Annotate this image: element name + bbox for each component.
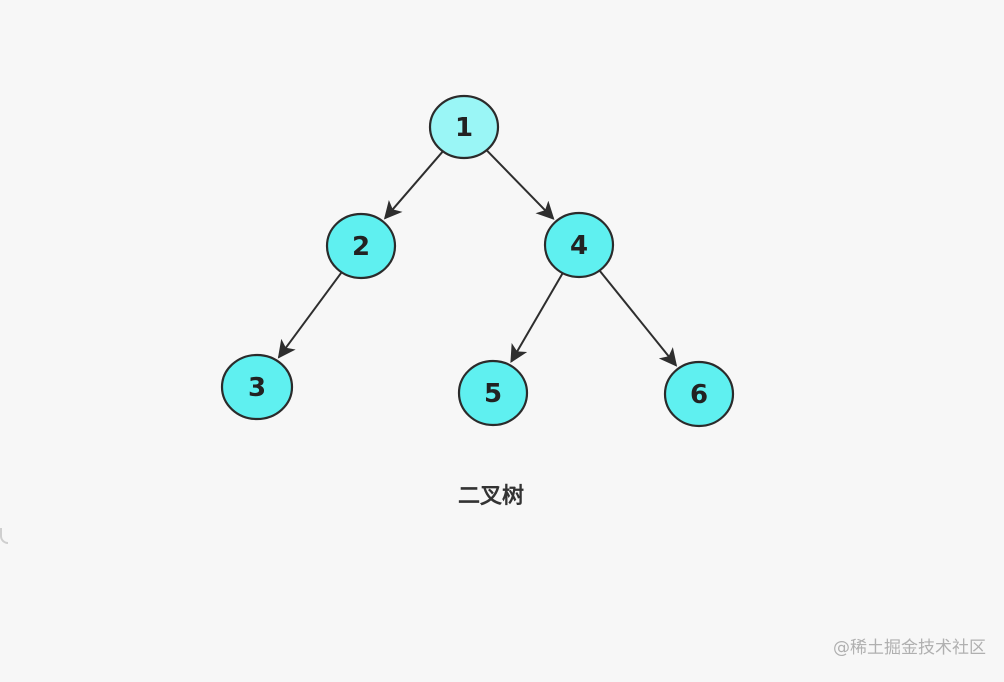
edge-n4-n5 bbox=[510, 272, 564, 364]
edge-n1-n2 bbox=[383, 150, 444, 220]
tree-node-circle bbox=[457, 359, 529, 427]
tree-node-circle bbox=[543, 211, 615, 279]
tree-node-2: 2 bbox=[325, 212, 397, 280]
tree-node-6: 6 bbox=[663, 360, 735, 428]
tree-node-circle bbox=[220, 353, 294, 421]
tree-node-label: 4 bbox=[570, 231, 588, 261]
tree-node-label: 3 bbox=[248, 373, 266, 403]
tree-node-1: 1 bbox=[428, 94, 500, 160]
tree-node-5: 5 bbox=[457, 359, 529, 427]
diagram-caption: 二叉树 bbox=[458, 483, 524, 509]
tree-node-label: 1 bbox=[455, 113, 473, 143]
tree-node-circle bbox=[428, 94, 500, 160]
tree-node-4: 4 bbox=[543, 211, 615, 279]
edge-n1-n4 bbox=[485, 149, 555, 220]
tree-node-3: 3 bbox=[220, 353, 294, 421]
tree-node-circle bbox=[325, 212, 397, 280]
edges-layer bbox=[277, 149, 678, 367]
tree-node-label: 2 bbox=[352, 232, 370, 262]
edge-n2-n3 bbox=[277, 271, 343, 359]
tree-node-circle bbox=[663, 360, 735, 428]
panel-corner bbox=[0, 528, 8, 544]
watermark: @稀土掘金技术社区 bbox=[833, 638, 986, 658]
tree-node-label: 6 bbox=[690, 380, 708, 410]
nodes-layer: 1 2 4 3 5 6 bbox=[220, 94, 735, 428]
edge-n4-n6 bbox=[598, 269, 678, 367]
tree-node-label: 5 bbox=[484, 379, 502, 409]
